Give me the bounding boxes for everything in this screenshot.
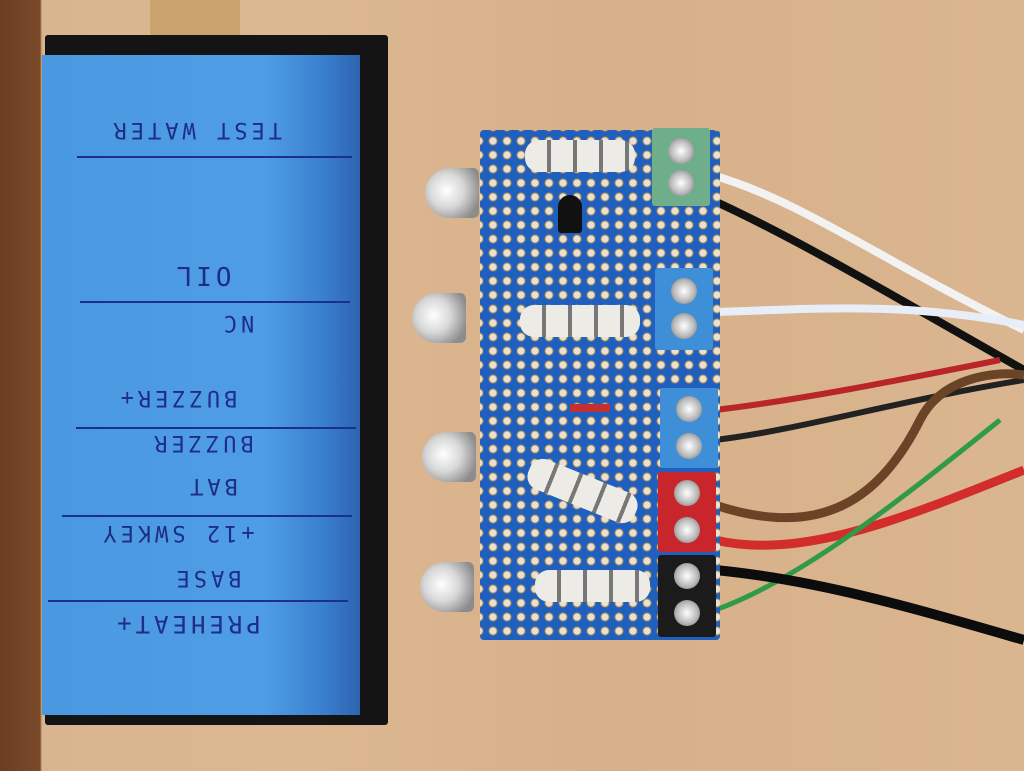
led-oil [412, 293, 466, 343]
wire-green [714, 418, 1002, 613]
resistor [535, 570, 650, 602]
wire-white [710, 171, 1024, 334]
wire-black [710, 196, 1024, 374]
terminal-blue-2 [660, 388, 718, 468]
wire-blue-white [711, 304, 1024, 329]
wire-red-1 [714, 357, 1001, 413]
resistor [525, 140, 635, 172]
perfboard [480, 130, 720, 640]
terminal-black [658, 555, 716, 637]
wire-black-3 [714, 565, 1024, 645]
terminal-red [658, 472, 716, 552]
wire-red-2 [713, 465, 1024, 550]
transistor [558, 195, 582, 233]
resistor [523, 454, 642, 528]
led-buzzer [422, 432, 476, 482]
resistor [520, 305, 640, 337]
led-test-water [425, 168, 479, 218]
diode [570, 404, 610, 412]
terminal-blue-1 [655, 268, 713, 350]
led-preheat [420, 562, 474, 612]
wire-black-2 [714, 377, 1024, 443]
label-tape: TEST WATER OIL NC BUZZER+ BUZZER BAT +12… [42, 55, 360, 715]
terminal-green [652, 128, 710, 206]
wire-brown [713, 369, 1024, 523]
